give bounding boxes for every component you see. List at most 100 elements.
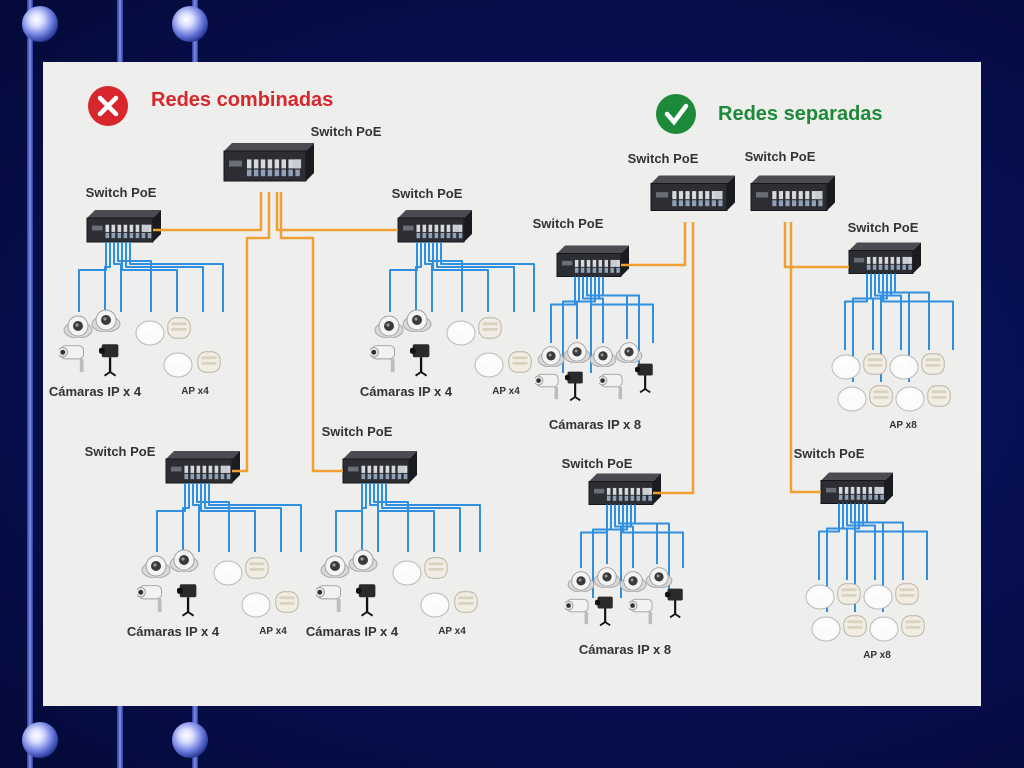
label-ap: AP x8 (889, 420, 917, 431)
decor-bead (22, 6, 58, 42)
bullet-camera-icon (59, 345, 85, 373)
switch-core-combined (223, 143, 314, 182)
access-point-icon (869, 616, 899, 642)
decor-bead (172, 722, 208, 758)
title-separated: Redes separadas (718, 103, 883, 125)
access-point-icon (869, 385, 893, 407)
drop-cable (361, 483, 367, 552)
drop-cable (432, 242, 489, 312)
box-camera-icon (635, 362, 654, 394)
switch-separated-1 (556, 245, 629, 277)
drop-cable (586, 276, 628, 339)
drop-cable (622, 504, 684, 568)
bullet-camera-icon (370, 345, 396, 373)
box-camera-icon (565, 370, 584, 402)
access-point-icon (927, 385, 951, 407)
drop-cable (634, 504, 670, 598)
drop-cable (882, 273, 954, 350)
access-point-icon (837, 386, 867, 412)
drop-cable (440, 242, 535, 312)
drop-cable (335, 483, 363, 552)
box-camera-icon (356, 583, 377, 617)
drop-cable (182, 483, 190, 552)
bullet-camera-icon (565, 598, 589, 625)
dome-camera-icon (348, 549, 378, 572)
access-point-icon (275, 591, 299, 613)
dome-camera-icon (593, 567, 621, 588)
bullet-camera-icon (599, 373, 623, 400)
bullet-camera-icon (316, 585, 342, 613)
drop-cable (192, 483, 200, 552)
box-camera-icon (99, 343, 120, 377)
drop-cable (894, 273, 910, 382)
access-point-icon (805, 584, 835, 610)
dome-camera-icon (374, 315, 404, 338)
drop-cable (424, 242, 433, 312)
access-point-icon (895, 386, 925, 412)
title-combined: Redes combinadas (151, 89, 333, 111)
access-point-icon (837, 583, 861, 605)
decor-bead (22, 722, 58, 758)
box-camera-icon (665, 587, 684, 619)
label-ap: AP x4 (438, 626, 466, 637)
drop-cable (156, 483, 186, 552)
drop-cable (369, 483, 379, 552)
check-icon (656, 94, 696, 134)
drop-cable (428, 242, 463, 312)
switch-combined-1 (86, 210, 161, 243)
switch-separated-3 (848, 242, 921, 274)
bullet-camera-icon (137, 585, 163, 613)
drop-cable (866, 503, 884, 612)
drop-cable (389, 242, 418, 312)
drop-cable (377, 483, 435, 552)
dome-camera-icon (141, 555, 171, 578)
drop-cable (818, 503, 840, 580)
drop-cable (880, 273, 892, 382)
label-switch: Switch PoE (322, 424, 393, 439)
access-point-icon (446, 320, 476, 346)
box-camera-icon (595, 595, 614, 627)
dome-camera-icon (320, 555, 350, 578)
label-switch-core: Switch PoE (745, 149, 816, 164)
switch-combined-2 (397, 210, 472, 243)
box-camera-icon (177, 583, 198, 617)
drop-cable (78, 242, 107, 312)
label-ap: AP x4 (259, 626, 287, 637)
drop-cable (129, 242, 224, 312)
decor-bar-left (27, 0, 33, 768)
access-point-icon (474, 352, 504, 378)
bullet-camera-icon (629, 598, 653, 625)
access-point-icon (901, 615, 925, 637)
access-point-icon (163, 352, 193, 378)
label-cameras-ip: Cámaras IP x 4 (306, 624, 399, 639)
access-point-icon (843, 615, 867, 637)
label-switch: Switch PoE (85, 444, 156, 459)
drop-cable (373, 483, 409, 552)
uplink-cable (783, 222, 849, 269)
access-point-icon (454, 591, 478, 613)
switch-core-cameras (650, 175, 735, 211)
access-point-icon (197, 351, 221, 373)
access-point-icon (167, 317, 191, 339)
drop-cable (592, 504, 628, 598)
label-switch: Switch PoE (562, 456, 633, 471)
access-point-icon (245, 557, 269, 579)
access-point-icon (863, 584, 893, 610)
label-switch: Switch PoE (392, 186, 463, 201)
drop-cable (618, 504, 658, 564)
label-cameras-ip: Cámaras IP x 8 (579, 642, 671, 657)
switch-separated-4 (820, 472, 893, 504)
switch-combined-4 (342, 451, 417, 484)
dome-camera-icon (63, 315, 93, 338)
access-point-icon (392, 560, 422, 586)
drop-cable (852, 273, 888, 382)
drop-cable (204, 483, 282, 552)
access-point-icon (889, 354, 919, 380)
access-point-icon (135, 320, 165, 346)
label-switch-core: Switch PoE (628, 151, 699, 166)
access-point-icon (921, 353, 945, 375)
access-point-icon (420, 592, 450, 618)
access-point-icon (831, 354, 861, 380)
decor-bead (172, 6, 208, 42)
label-ap: AP x4 (492, 386, 520, 397)
